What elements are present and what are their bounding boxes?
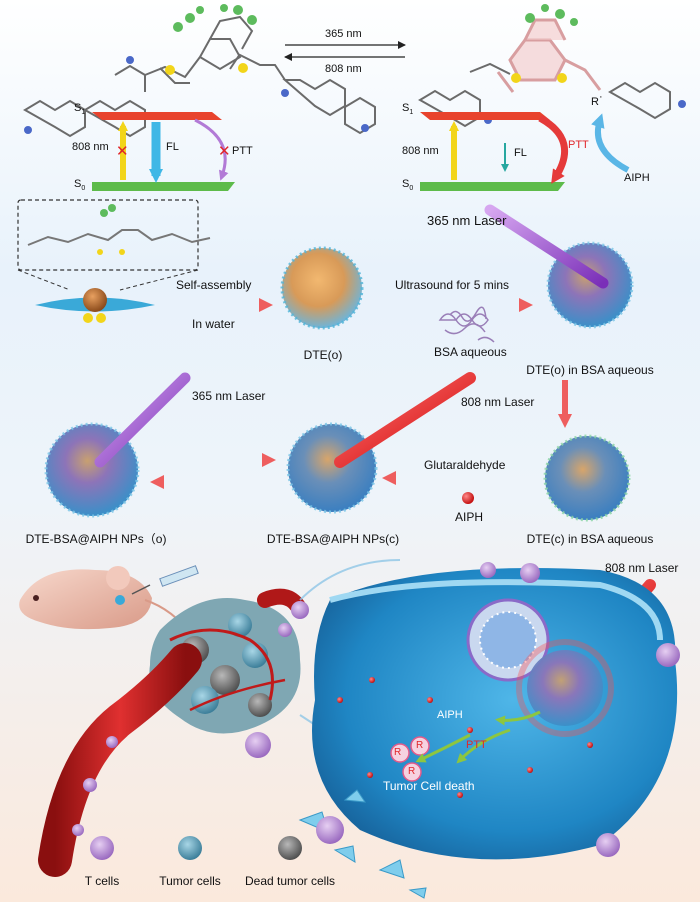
legend-icons [90, 836, 302, 860]
ultrasound-label: Ultrasound for 5 mins [395, 278, 510, 292]
laser-808-cell-label: 808 nm Laser [605, 561, 679, 575]
fl-label-right: FL [514, 147, 527, 159]
aiph-label-right: AIPH [624, 172, 650, 184]
radical-cell-label-2: R [416, 740, 424, 751]
radicals [337, 677, 593, 798]
aiph-dot-icon [462, 492, 474, 504]
aiph-step-label: AIPH [455, 510, 484, 524]
s1-label-right: S1 [402, 102, 414, 117]
flow-arrows [150, 298, 572, 489]
energy-diagram-right [420, 112, 630, 191]
laser-808-mid [334, 372, 476, 468]
tumor-cell-death-label: Tumor Cell death [383, 779, 475, 793]
np-closed-label: DTE-BSA@AIPH NPs(c) [266, 532, 400, 546]
s1-level-right [420, 112, 550, 120]
nanoparticle-dte-c-bsa [543, 434, 631, 522]
cross-808-icon: ✕ [116, 142, 129, 160]
cross-ptt-icon: ✕ [218, 142, 231, 160]
legend-tumor-cells-label: Tumor cells [159, 874, 221, 888]
dte-open-atoms [24, 4, 369, 134]
fl-label-left: FL [166, 141, 179, 153]
dte-open-molecule [23, 15, 376, 138]
nanoparticle-dte-o [280, 246, 364, 330]
laser-808-mid-label: 808 nm Laser [461, 395, 535, 409]
in-water-label: In water [192, 317, 235, 331]
dte-o-label: DTE(o) [303, 348, 343, 362]
floating-t-cells [245, 562, 680, 857]
aiph-cell-label: AIPH [437, 709, 463, 721]
laser-365-top-label: 365 nm Laser [427, 213, 507, 228]
bsa-aqueous-label: BSA aqueous [434, 345, 507, 359]
laser-365-top [484, 204, 609, 289]
molecule-zoom-inset [17, 199, 211, 291]
photoswitch-arrows [284, 41, 406, 61]
np-open-label: DTE-BSA@AIPH NPs（o) [25, 532, 167, 546]
self-assembly-label: Self-assembly [176, 278, 252, 292]
legend-dead-cells-label: Dead tumor cells [244, 874, 336, 888]
laser-365-mid [94, 372, 191, 468]
radical-cell-label-1: R [394, 747, 402, 758]
nanoparticle-np-closed [286, 422, 378, 514]
s0-label-left: S0 [74, 178, 86, 193]
ptt-label-left: PTT [232, 145, 253, 157]
tumor-cell-legend-icon [178, 836, 202, 860]
t-cell-legend-icon [90, 836, 114, 860]
wavelength-close-label: 808 nm [325, 63, 362, 75]
legend-t-cells-label: T cells [84, 874, 120, 888]
bsa-protein-icon [438, 306, 495, 343]
laser-365-mid-label: 365 nm Laser [192, 389, 266, 403]
amphiphile-icon [35, 288, 155, 323]
s1-level-left [92, 112, 222, 120]
radical-label-right: R· [591, 91, 603, 108]
energy-diagram-left: ✕ ✕ [92, 112, 235, 191]
excitation-label-left: 808 nm [72, 141, 109, 153]
excitation-label-right: 808 nm [402, 145, 439, 157]
cell-process-arrows [415, 710, 541, 764]
ptt-cell-label: PTT [466, 739, 487, 751]
s0-level-right [420, 182, 565, 191]
syringe-icon [131, 565, 199, 595]
dte-c-bsa-label: DTE(c) in BSA aqueous [526, 532, 654, 546]
s1-label-left: S1 [74, 102, 86, 117]
radical-cell-label-3: R [408, 766, 416, 777]
glutaraldehyde-label: Glutaraldehyde [424, 458, 506, 472]
wavelength-open-label: 365 nm [325, 28, 362, 40]
dead-cell-legend-icon [278, 836, 302, 860]
s0-label-right: S0 [402, 178, 414, 193]
s0-level-left [92, 182, 235, 191]
ptt-label-right: PTT [568, 139, 589, 151]
tumor-cell-cutaway [312, 568, 678, 860]
dte-o-bsa-label: DTE(o) in BSA aqueous [526, 363, 654, 377]
